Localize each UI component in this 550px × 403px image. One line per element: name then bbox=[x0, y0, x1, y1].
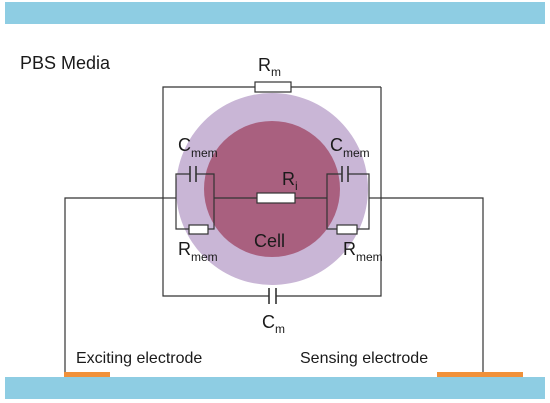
rmem-left-label-sub: mem bbox=[191, 250, 218, 264]
wire-left-rmem-out bbox=[208, 198, 215, 230]
pbs-media-label: PBS Media bbox=[20, 53, 111, 73]
wire-left-cmem-out bbox=[196, 173, 215, 198]
rm-label: Rm bbox=[258, 55, 281, 79]
circuit-wires bbox=[64, 86, 484, 372]
cell-label: Cell bbox=[254, 231, 285, 251]
sensing-electrode bbox=[437, 372, 523, 377]
ri-label-sub: i bbox=[295, 179, 298, 193]
cmem-left-label-main: C bbox=[178, 135, 191, 155]
wire-sensing-lead bbox=[381, 197, 484, 372]
rm-label-sub: m bbox=[271, 65, 281, 79]
rm-resistor bbox=[254, 81, 292, 93]
cmem-left-label-sub: mem bbox=[191, 146, 218, 160]
rmem-left-resistor bbox=[188, 224, 209, 235]
capacitor-plates bbox=[189, 166, 349, 304]
wire-right-rmem-out bbox=[357, 198, 370, 230]
cm-label: Cm bbox=[262, 312, 285, 336]
bottom-media-band bbox=[5, 377, 545, 399]
exciting-electrode bbox=[64, 372, 110, 377]
top-media-band bbox=[5, 2, 545, 24]
cmem-left-label: Cmem bbox=[178, 135, 218, 160]
rmem-right-label: Rmem bbox=[343, 239, 383, 264]
rm-label-main: R bbox=[258, 55, 271, 75]
cell-cytoplasm bbox=[204, 121, 340, 257]
wire-outer-loop-top bbox=[162, 86, 255, 198]
ri-label-main: R bbox=[282, 169, 295, 189]
cmem-right-label-sub: mem bbox=[343, 146, 370, 160]
wire-left-cmem-loop bbox=[175, 173, 190, 198]
rmem-left-label: Rmem bbox=[178, 239, 218, 264]
rmem-right-label-sub: mem bbox=[356, 250, 383, 264]
wire-outer-left-bottom bbox=[162, 198, 269, 297]
exciting-electrode-label: Exciting electrode bbox=[76, 350, 202, 367]
ri-resistor bbox=[256, 192, 296, 204]
sensing-electrode-label: Sensing electrode bbox=[300, 350, 428, 367]
cmem-right-label: Cmem bbox=[330, 135, 370, 160]
wire-left-rmem-loop bbox=[175, 198, 189, 230]
ri-label: Ri bbox=[282, 169, 298, 193]
wire-right-rmem-loop bbox=[326, 198, 337, 230]
rmem-left-label-main: R bbox=[178, 239, 191, 259]
wire-right-cmem-out bbox=[348, 173, 370, 198]
rmem-right-resistor bbox=[336, 224, 358, 235]
cm-label-main: C bbox=[262, 312, 275, 332]
cmem-right-label-main: C bbox=[330, 135, 343, 155]
cm-label-sub: m bbox=[275, 322, 285, 336]
wire-right-cmem-loop bbox=[326, 173, 342, 198]
wire-exciting-lead bbox=[64, 197, 163, 372]
rmem-right-label-main: R bbox=[343, 239, 356, 259]
wire-outer-right bbox=[276, 87, 382, 297]
